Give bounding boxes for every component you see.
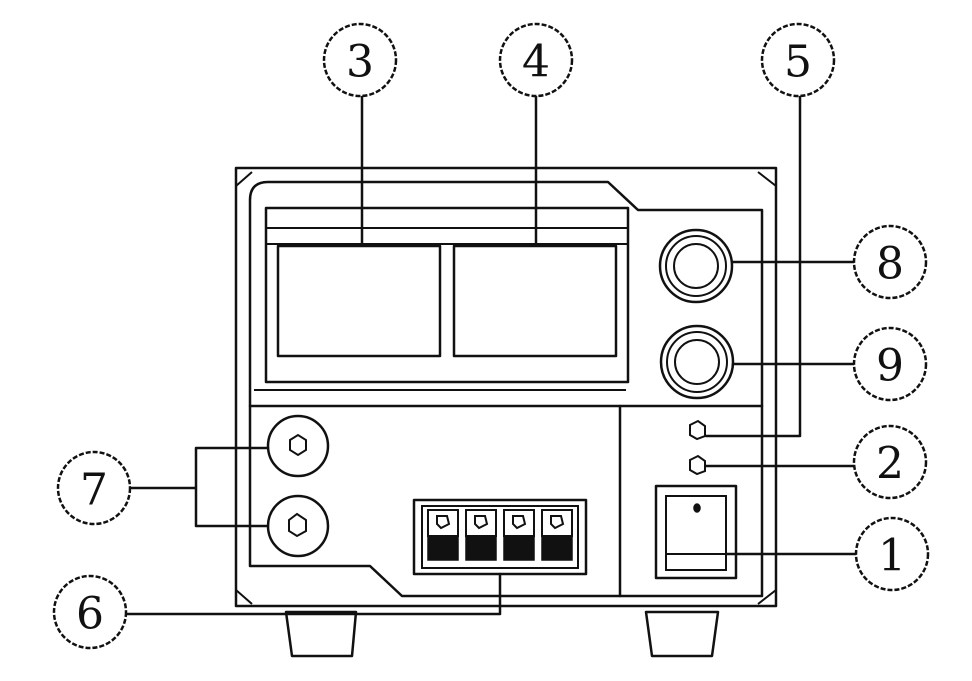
callout-4-label: 4 xyxy=(522,37,550,88)
knob-bottom xyxy=(659,324,735,400)
knob-top xyxy=(658,228,734,304)
callout-5: 5 xyxy=(760,22,836,98)
terminal-slot xyxy=(465,509,497,561)
callout-4: 4 xyxy=(498,22,574,98)
meter-bezel xyxy=(264,206,630,384)
indicator-led-lower xyxy=(689,454,706,476)
callout-8-label: 8 xyxy=(876,239,904,290)
terminal-slot xyxy=(541,509,573,561)
terminal-slot xyxy=(503,509,535,561)
left-meter-window xyxy=(276,244,442,358)
panel-dividers xyxy=(248,389,764,598)
output-terminal-upper xyxy=(266,414,330,478)
indicator-led-upper xyxy=(689,419,706,441)
callout-2: 2 xyxy=(852,424,928,500)
callout-2-label: 2 xyxy=(876,439,904,490)
callout-1-label: 1 xyxy=(878,531,906,582)
callout-8: 8 xyxy=(852,224,928,300)
terminal-slot xyxy=(427,509,459,561)
terminal-block xyxy=(412,498,588,576)
callout-7-label: 7 xyxy=(80,465,108,516)
callout-6-label: 6 xyxy=(76,589,104,640)
output-terminal-lower xyxy=(266,494,330,558)
callout-7: 7 xyxy=(56,450,132,526)
leader-lines xyxy=(124,94,858,616)
callout-9: 9 xyxy=(852,326,928,402)
callout-5-label: 5 xyxy=(784,37,812,88)
callout-3: 3 xyxy=(322,22,398,98)
callout-6: 6 xyxy=(52,574,128,650)
cabinet-feet xyxy=(284,610,720,658)
callout-3-label: 3 xyxy=(346,37,374,88)
right-meter-window xyxy=(452,244,618,358)
callout-1: 1 xyxy=(854,516,930,592)
cabinet xyxy=(234,166,778,608)
power-switch xyxy=(654,484,738,580)
callout-9-label: 9 xyxy=(876,341,904,392)
